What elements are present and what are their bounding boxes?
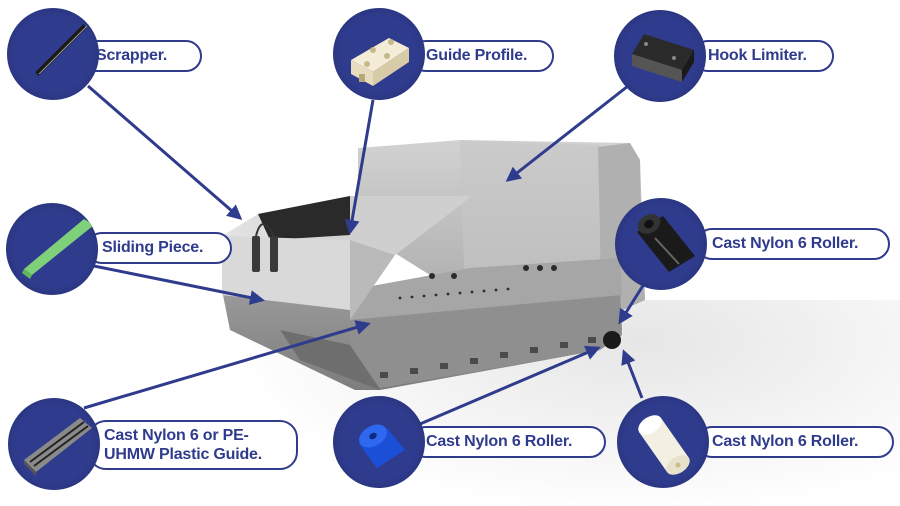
bolt-holes [398, 265, 557, 300]
latch-right [270, 236, 278, 272]
callout-text: Cast Nylon 6 or PE-UHMW Plastic Guide. [104, 427, 262, 463]
callout-circle-plastic-guide [8, 398, 100, 490]
callout-text: Scrapper. [96, 47, 168, 64]
leader-scrapper [87, 84, 243, 220]
leader-lines [83, 84, 646, 426]
callout-circle-scrapper [7, 8, 99, 100]
leader-plastic-guide [83, 320, 371, 410]
hull-bottom [280, 330, 380, 390]
callout-text: Sliding Piece. [102, 239, 204, 256]
white-roller-icon [638, 415, 690, 475]
callout-label-guide-profile: Guide Profile. [410, 40, 554, 72]
leader-sliding-piece [93, 264, 265, 305]
callout-text: Cast Nylon 6 Roller. [426, 433, 573, 450]
callout-label-sliding-piece: Sliding Piece. [86, 232, 232, 264]
leader-roller-white [621, 349, 644, 399]
black-roller-icon [637, 214, 695, 272]
rear-panel [460, 140, 600, 300]
hook-limiter-icon [632, 34, 694, 82]
callout-circle-roller-white [617, 396, 709, 488]
callout-text: Guide Profile. [426, 47, 528, 64]
leader-guide-profile [344, 99, 375, 235]
callout-circle-sliding-piece [6, 203, 98, 295]
callout-label-roller-white: Cast Nylon 6 Roller. [696, 426, 894, 458]
hopper-opening [258, 196, 350, 240]
green-slide-strip-icon [22, 219, 94, 279]
callout-text: Cast Nylon 6 Roller. [712, 433, 859, 450]
callout-label-roller-black: Cast Nylon 6 Roller. [696, 228, 890, 260]
leader-roller-blue [419, 345, 601, 426]
callout-label-roller-blue: Cast Nylon 6 Roller. [410, 426, 606, 458]
guide-block-icon [351, 38, 409, 86]
callout-text: Hook Limiter. [708, 47, 807, 64]
callout-label-plastic-guide: Cast Nylon 6 or PE-UHMW Plastic Guide. [88, 420, 298, 470]
hopper-lip [350, 196, 472, 255]
callout-label-hook-limiter: Hook Limiter. [692, 40, 834, 72]
latch-left [252, 236, 260, 272]
rear-roller [603, 331, 621, 349]
callout-circle-roller-blue [333, 396, 425, 488]
bucket-body [222, 140, 645, 390]
callout-circle-guide-profile [333, 8, 425, 100]
callout-text: Cast Nylon 6 Roller. [712, 235, 859, 252]
middle-band [350, 258, 622, 320]
lower-hull-side [350, 290, 622, 388]
leader-hook-limiter [505, 84, 629, 182]
scrapper-strip-icon [35, 24, 88, 76]
leader-roller-black [618, 283, 646, 325]
blue-roller-icon [359, 424, 405, 468]
bottom-bolts [380, 337, 596, 378]
callout-circle-roller-black [615, 198, 707, 290]
latch-handle [255, 223, 275, 237]
hopper-slope [350, 240, 395, 320]
callout-label-scrapper: Scrapper. [80, 40, 202, 72]
plastic-guide-rail-icon [24, 418, 92, 476]
callout-circle-hook-limiter [614, 10, 706, 102]
